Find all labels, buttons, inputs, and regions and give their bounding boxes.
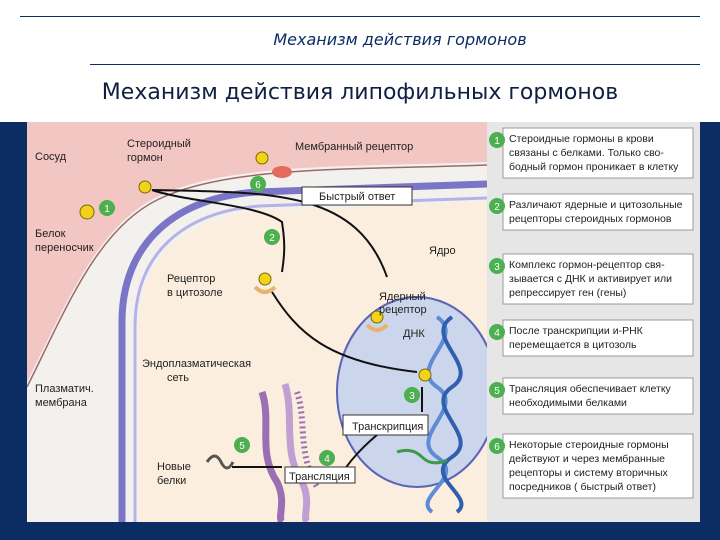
dna-helix: [425, 315, 464, 514]
label-nucleus: Ядро: [429, 245, 456, 257]
legend-text-line: Некоторые стероидные гормоны: [509, 439, 669, 451]
nuclear-receptor-shape: [365, 323, 389, 332]
legend-number: 6: [494, 442, 500, 453]
diagram-figure: 1 2 3 4 5 6 Сосуд Стероидный гормон Мемб…: [26, 122, 700, 525]
badge-6: 6: [255, 180, 261, 191]
legend-text-line: Комплекс гормон-рецептор свя-: [509, 259, 665, 271]
legend-badge: [489, 382, 505, 398]
label-er-2: сеть: [167, 372, 189, 384]
legend-text-line: рецепторы стероидных гормонов: [509, 213, 672, 225]
legend-box: [502, 433, 694, 499]
legend-text-line: посредников ( быстрый ответ): [509, 481, 656, 493]
label-steroid-1: Стероидный: [127, 138, 191, 150]
legend-box: [502, 377, 694, 415]
legend-text-line: зывается с ДНК и активирует или: [509, 273, 672, 285]
second-messenger: [272, 166, 292, 178]
slide-subtitle: Механизм действия гормонов: [273, 30, 527, 49]
legend-text-line: Стероидные гормоны в крови: [509, 133, 654, 145]
label-plasma-2: мембрана: [35, 397, 88, 409]
nuclear-hormone: [370, 310, 384, 324]
label-new-proteins-1: Новые: [157, 461, 191, 473]
label-carrier-1: Белок: [35, 228, 66, 240]
transcription-box: [342, 414, 429, 436]
label-carrier-2: переносчик: [35, 242, 94, 254]
label-dna: ДНК: [403, 328, 425, 340]
legend-badge: [489, 324, 505, 340]
legend-box: [502, 319, 694, 357]
legend-text-line: репрессирует ген (гены): [509, 287, 626, 299]
legend-number: 3: [494, 262, 500, 273]
legend-text-line: необходимыми белками: [509, 397, 627, 409]
cytosol-receptor-shape: [253, 285, 277, 294]
label-membrane-receptor: Мембранный рецептор: [295, 141, 413, 153]
free-hormone: [138, 180, 152, 194]
label-nuclear-receptor-1: Ядерный: [379, 291, 426, 303]
legend-text-line: перемещается в цитозоль: [509, 339, 637, 351]
legend-box: [502, 127, 694, 179]
label-translation: Трансляция: [289, 471, 350, 483]
legend-number: 1: [494, 136, 500, 147]
badge-2: 2: [269, 233, 275, 244]
hormone-molecule: [79, 204, 95, 220]
legend-box: [502, 193, 694, 231]
label-vessel: Сосуд: [35, 151, 67, 163]
step-badges: 1 2 3 4 5 6: [99, 176, 420, 466]
legend-text-line: Трансляция обеспечивает клетку: [509, 383, 672, 395]
diagram-svg: 1 2 3 4 5 6 Сосуд Стероидный гормон Мемб…: [26, 122, 700, 525]
legend-badge: [489, 258, 505, 274]
slide-title: Механизм действия липофильных гормонов: [101, 80, 619, 105]
legend-text-line: Различают ядерные и цитозольные: [509, 199, 683, 211]
badge-3: 3: [409, 391, 415, 402]
label-fast-response: Быстрый ответ: [319, 191, 395, 203]
legend-number: 2: [494, 202, 500, 213]
legend-text-line: связаны с белками. Только сво-: [509, 147, 664, 159]
complex-hormone: [418, 368, 432, 382]
legend-text-line: рецепторы и систему вторичных: [509, 467, 669, 479]
legend-badge: [489, 198, 505, 214]
legend-badge: [489, 132, 505, 148]
badge-1: 1: [104, 204, 110, 215]
label-cyto-receptor-2: в цитозоле: [167, 287, 223, 299]
legend-text-line: действуют и через мембранные: [509, 453, 665, 465]
vessel-wall: [26, 164, 488, 388]
cytosol-hormone: [258, 272, 272, 286]
legend-badge: [489, 438, 505, 454]
header-band: Механизм действия гормонов Механизм дейс…: [0, 0, 720, 122]
badge-5: 5: [239, 441, 245, 452]
legend-box: [502, 253, 694, 305]
label-er-1: Эндоплазматическая: [142, 358, 251, 370]
legend-text-line: бодный гормон проникает в клетку: [509, 161, 679, 173]
label-new-proteins-2: белки: [157, 475, 186, 487]
legend: 1 Стероидные гормоны в крови связаны с бел…: [489, 127, 694, 499]
legend-text-line: После транскрипции и-РНК: [509, 325, 644, 337]
new-protein-shape: [205, 454, 235, 470]
translation-box: [284, 466, 356, 484]
label-nuclear-receptor-2: рецептор: [379, 304, 427, 316]
top-rule: [20, 16, 700, 17]
legend-number: 4: [494, 328, 500, 339]
badge-4: 4: [324, 454, 330, 465]
label-cyto-receptor-1: Рецептор: [167, 273, 215, 285]
fast-response-box: [301, 186, 413, 206]
header-rule: [90, 64, 700, 65]
label-plasma-1: Плазматич.: [35, 383, 94, 395]
plasma-membrane: [118, 180, 488, 522]
mrna: [396, 448, 448, 465]
legend-number: 5: [494, 386, 500, 397]
label-transcription: Транскрипция: [352, 421, 423, 433]
label-steroid-2: гормон: [127, 152, 163, 164]
membrane-hormone: [255, 151, 269, 165]
